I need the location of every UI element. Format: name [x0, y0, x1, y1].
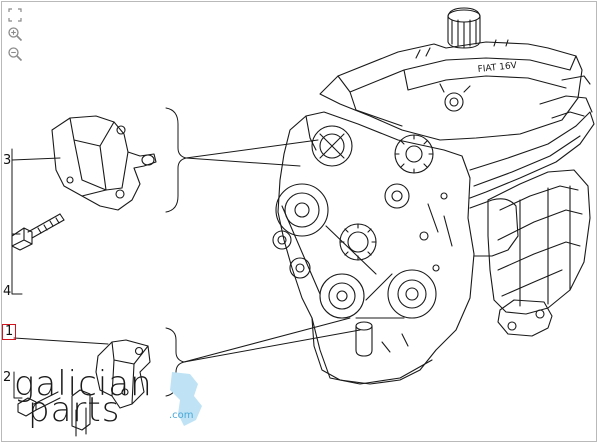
part-1-lower-mount	[95, 339, 151, 409]
zoom-out-icon	[8, 47, 23, 62]
callout-3-label: 3	[3, 153, 12, 168]
part-3-mount-bracket	[51, 115, 157, 211]
callout-4[interactable]: 4	[3, 285, 11, 299]
callout-3[interactable]: 3	[3, 154, 11, 168]
callout-4-label: 4	[3, 284, 12, 299]
fit-icon	[8, 8, 22, 22]
group-bracket-upper	[165, 107, 187, 213]
fit-to-screen-button[interactable]	[6, 6, 24, 24]
group-bracket-lower	[165, 327, 185, 397]
callout-2[interactable]: 2	[3, 371, 11, 385]
callout-1-label: 1	[5, 324, 14, 339]
engine-assembly: FIAT 16V	[272, 7, 595, 385]
part-4-bolt	[11, 213, 65, 251]
part-2-bolts	[17, 389, 91, 437]
callout-1-2-leaders	[13, 337, 109, 399]
callout-2-label: 2	[3, 370, 12, 385]
zoom-in-icon	[8, 27, 23, 42]
callout-3-4-leaders	[11, 148, 61, 295]
cam-cover-text: FIAT 16V	[477, 61, 518, 75]
zoom-out-button[interactable]	[6, 45, 24, 63]
bracket-to-engine-leaders	[183, 139, 361, 363]
zoom-in-button[interactable]	[6, 25, 24, 43]
callout-1-selected[interactable]: 1	[2, 324, 17, 340]
